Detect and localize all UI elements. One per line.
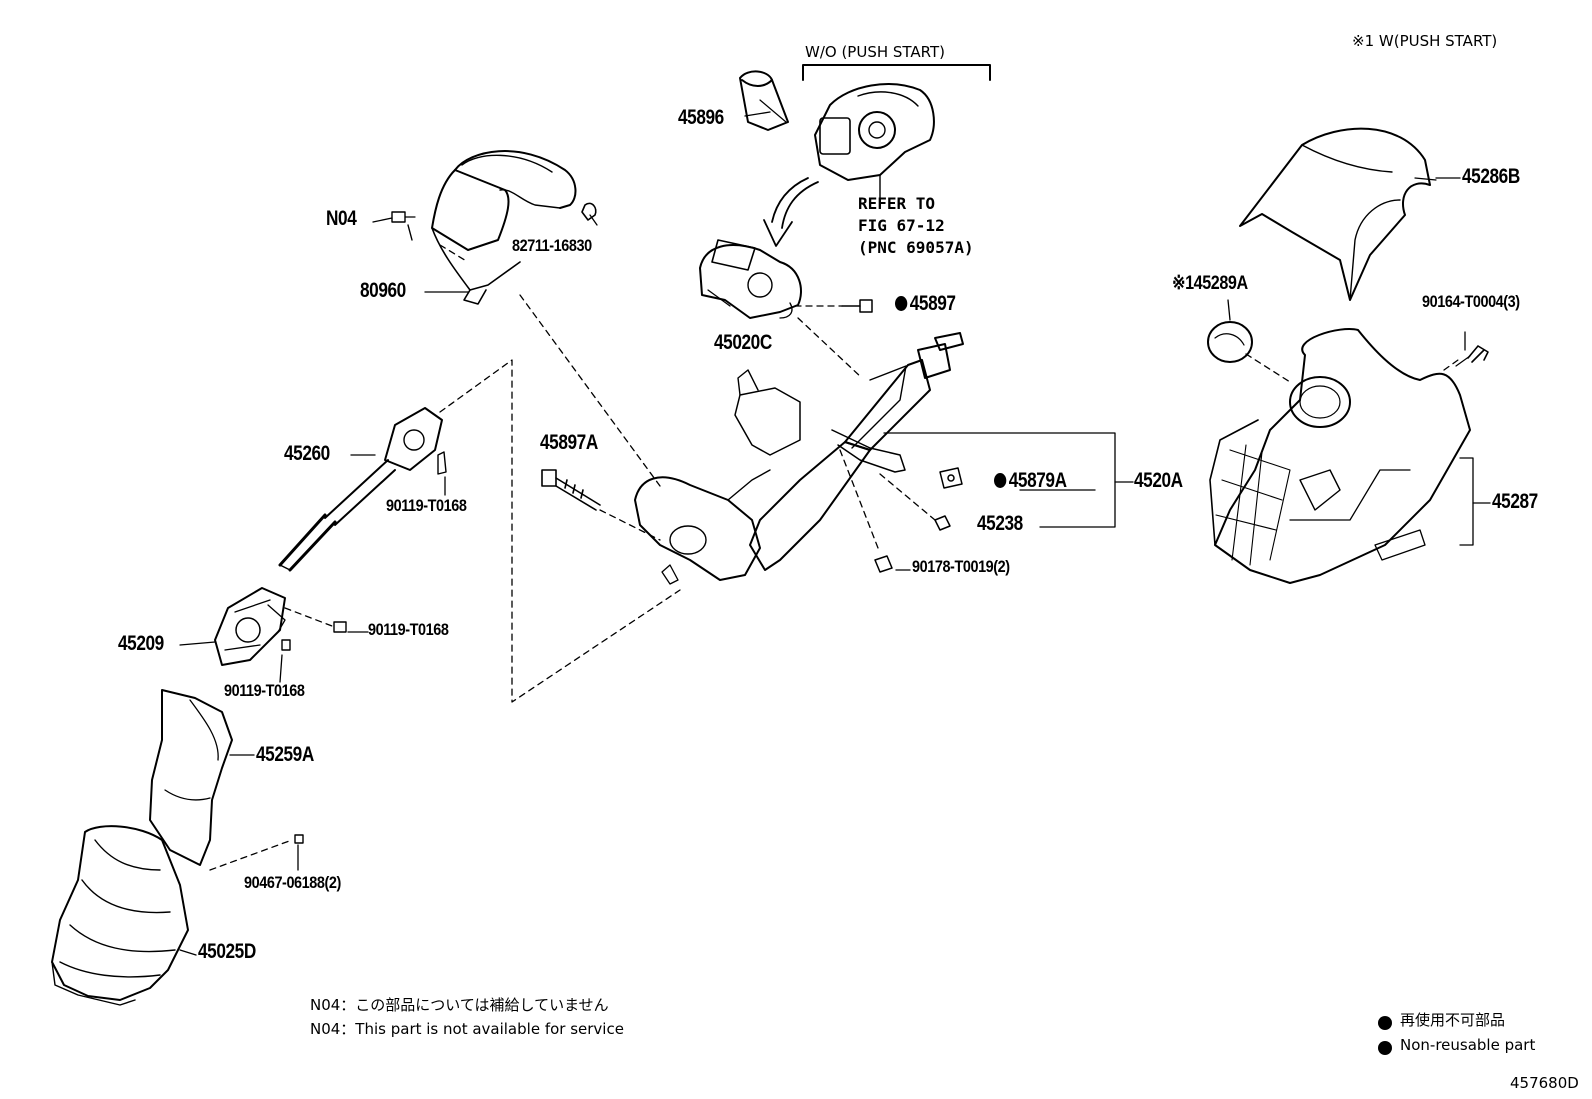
part-number-45879A: 45879A [1008,469,1067,492]
wire-harness-80960-drawing [391,150,597,305]
part-label-90119-T0168-a[interactable]: 90119-T0168 [386,496,467,515]
part-label-45259A[interactable]: 45259A [256,743,314,766]
legend-japanese: 再使用不可部品 [1400,1011,1506,1029]
push-start-note: ※1 W(PUSH START) [1352,32,1498,50]
part-label-80960[interactable]: 80960 [360,279,406,302]
legend-dot-icon [1378,1041,1392,1055]
part-label-45286B[interactable]: 45286B [1462,165,1520,188]
part-label-45897[interactable]: 45897 [895,293,956,314]
leader-lines [179,111,1491,956]
refer-line-3: (PNC 69057A) [858,238,974,257]
part-45020C-drawing [699,239,802,319]
part-label-82711-16830[interactable]: 82711-16830 [512,236,592,255]
part-label-45238[interactable]: 45238 [977,512,1023,535]
part-45289A-drawing [1207,321,1489,367]
n04-note-english: N04：This part is not available for servi… [310,1020,624,1038]
part-45259A-drawing [149,689,304,866]
n04-note-japanese: N04：この部品については補給していません [310,996,609,1014]
dashed-assembly-lines [209,244,1459,871]
part-label-90164-T0004[interactable]: 90164-T0004(3) [1422,292,1520,311]
part-label-45879A[interactable]: 45879A [994,470,1067,491]
refer-line-2: FIG 67-12 [858,216,945,235]
part-45260-drawing [278,407,447,572]
part-label-4520A[interactable]: 4520A [1134,469,1183,492]
part-45896-drawing [739,70,789,131]
part-label-45260[interactable]: 45260 [284,442,330,465]
part-label-90178-T0019[interactable]: 90178-T0019(2) [912,557,1010,576]
refer-line-1: REFER TO [858,194,936,213]
non-reusable-dot-icon [895,296,908,311]
part-45897-bolt-drawing [841,299,873,313]
part-label-N04[interactable]: N04 [326,207,357,230]
part-45286B-drawing [1239,127,1437,301]
part-label-45897A[interactable]: 45897A [540,431,598,454]
wo-push-start-bracket [802,64,991,81]
install-arrow [763,177,819,247]
part-label-45896[interactable]: 45896 [678,106,724,129]
part-label-45020C[interactable]: 45020C [714,331,772,354]
part-label-90467-06188[interactable]: 90467-06188(2) [244,873,341,892]
part-number-45897: 45897 [909,292,956,315]
legend-english: Non-reusable part [1400,1036,1536,1054]
part-label-45287[interactable]: 45287 [1492,490,1538,513]
part-45209-drawing [214,587,347,666]
key-cylinder-drawing [814,83,935,206]
legend-dot-icon [1378,1016,1392,1030]
part-label-45289A[interactable]: ※145289A [1172,273,1248,294]
figure-id: 457680D [1510,1074,1579,1092]
part-45287-drawing [1209,328,1471,584]
part-label-45209[interactable]: 45209 [118,632,164,655]
part-label-45025D[interactable]: 45025D [198,940,256,963]
part-label-90119-T0168-c[interactable]: 90119-T0168 [224,681,305,700]
part-45897A-bolt-drawing [541,469,601,511]
part-45025D-drawing [51,825,189,1006]
steering-column-4520A-drawing [634,332,964,585]
non-reusable-dot-icon [994,473,1007,488]
part-label-90119-T0168-b[interactable]: 90119-T0168 [368,620,449,639]
wo-push-start-label: W/O (PUSH START) [805,43,946,61]
small-fasteners-drawing [874,467,963,573]
